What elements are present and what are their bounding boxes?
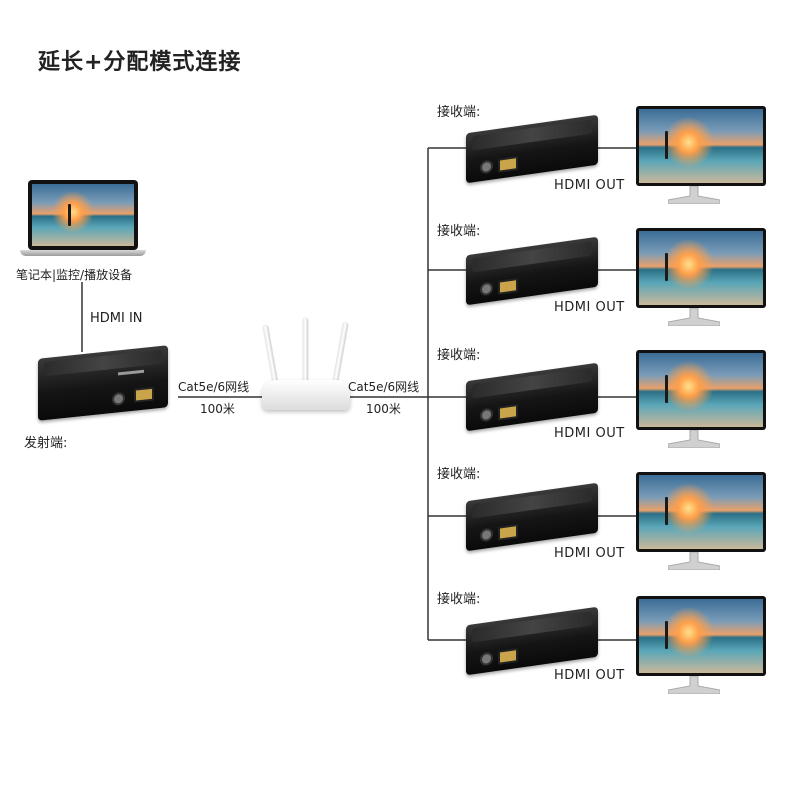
right-cable-label: Cat5e/6网线 <box>348 380 420 394</box>
hdmi-in-label: HDMI IN <box>90 311 143 326</box>
monitor-4-stand <box>668 552 720 570</box>
monitor-3-stand <box>668 430 720 448</box>
left-distance-label: 100米 <box>200 402 235 416</box>
monitor-2 <box>636 228 766 308</box>
source-device-label: 笔记本|监控/播放设备 <box>16 268 133 282</box>
receiver-3-output-label: HDMI OUT <box>554 426 625 441</box>
monitor-1-stand <box>668 186 720 204</box>
receiver-4-label: 接收端: <box>437 467 481 482</box>
laptop-base <box>20 250 146 256</box>
receiver-4-output-label: HDMI OUT <box>554 546 625 561</box>
receiver-3-label: 接收端: <box>437 348 481 363</box>
receiver-1-output-label: HDMI OUT <box>554 178 625 193</box>
receiver-1-label: 接收端: <box>437 105 481 120</box>
diagram-title: 延长+分配模式连接 <box>38 50 242 75</box>
router-antenna-middle <box>303 318 308 384</box>
laptop-screen <box>28 180 138 250</box>
receiver-5-output-label: HDMI OUT <box>554 668 625 683</box>
receiver-2-label: 接收端: <box>437 224 481 239</box>
left-cable-label: Cat5e/6网线 <box>178 380 250 394</box>
monitor-3 <box>636 350 766 430</box>
monitor-4 <box>636 472 766 552</box>
receiver-5-label: 接收端: <box>437 592 481 607</box>
transmitter-label: 发射端: <box>24 436 68 451</box>
right-distance-label: 100米 <box>366 402 401 416</box>
monitor-1 <box>636 106 766 186</box>
monitor-2-stand <box>668 308 720 326</box>
router-body <box>262 380 350 410</box>
monitor-5-stand <box>668 676 720 694</box>
monitor-5 <box>636 596 766 676</box>
receiver-2-output-label: HDMI OUT <box>554 300 625 315</box>
